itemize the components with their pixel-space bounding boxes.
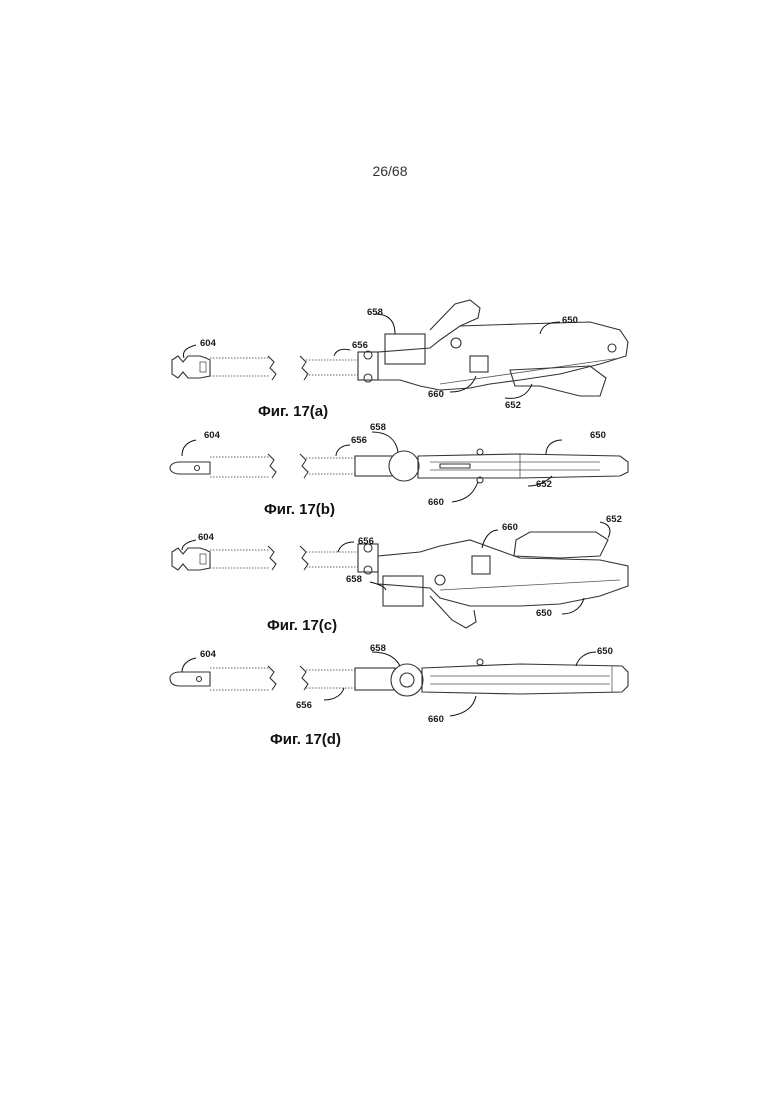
ref-604: 604 — [200, 338, 217, 349]
handle-assembly-650 — [378, 540, 628, 628]
caption-17d: Фиг. 17(d) — [270, 731, 341, 748]
distal-tip-604 — [172, 546, 276, 570]
figure-17d: 604 656 658 650 660 Фиг. 17(d) — [170, 643, 628, 748]
distal-tip-604 — [170, 666, 276, 690]
caption-17c: Фиг. 17(c) — [267, 617, 337, 634]
figure-17a: 604 656 658 650 660 652 Фиг. 17(a) — [172, 300, 628, 420]
ref-660: 660 — [502, 522, 518, 533]
ref-604: 604 — [204, 430, 221, 441]
figure-17c: 604 656 658 650 660 652 Фиг. 17(c) — [172, 514, 628, 634]
ref-658: 658 — [346, 574, 362, 585]
handle-assembly-650 — [378, 300, 628, 390]
ref-650: 650 — [590, 430, 606, 441]
ref-660: 660 — [428, 389, 444, 400]
ref-658: 658 — [367, 307, 383, 318]
ref-656: 656 — [351, 435, 367, 446]
ref-660: 660 — [428, 714, 444, 725]
ref-604: 604 — [198, 532, 215, 543]
ref-658: 658 — [370, 422, 386, 433]
shaft-656 — [300, 544, 378, 574]
trigger-652 — [514, 532, 608, 558]
ref-660: 660 — [428, 497, 444, 508]
ref-650: 650 — [562, 315, 578, 326]
handle-assembly-650 — [391, 659, 628, 696]
shaft-656 — [300, 454, 395, 478]
ref-656: 656 — [296, 700, 312, 711]
ref-652: 652 — [505, 400, 521, 411]
ref-650: 650 — [597, 646, 613, 657]
distal-tip-604 — [170, 454, 276, 478]
handle-assembly-650 — [389, 449, 628, 483]
ref-656: 656 — [352, 340, 368, 351]
trigger-652 — [510, 366, 606, 396]
caption-17a: Фиг. 17(a) — [258, 403, 328, 420]
shaft-656 — [300, 351, 378, 382]
caption-17b: Фиг. 17(b) — [264, 501, 335, 518]
ref-658: 658 — [370, 643, 386, 654]
ref-604: 604 — [200, 649, 217, 660]
distal-tip-604 — [172, 356, 276, 380]
ref-650: 650 — [536, 608, 552, 619]
ref-656: 656 — [358, 536, 374, 547]
shaft-656 — [300, 666, 395, 690]
ref-652: 652 — [536, 479, 552, 490]
figure-17b: 604 656 658 650 660 652 Фиг. 17(b) — [170, 422, 628, 518]
ref-652: 652 — [606, 514, 622, 525]
